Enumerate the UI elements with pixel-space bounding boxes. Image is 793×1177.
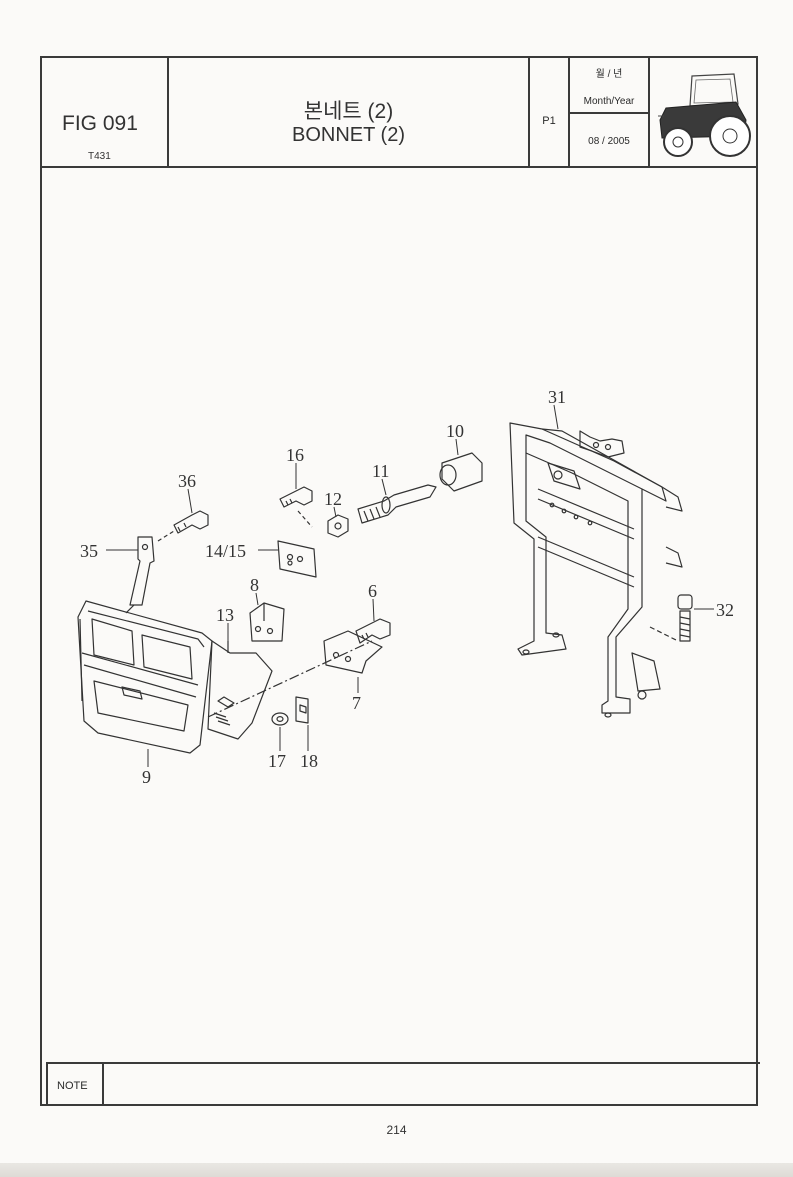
- tractor-cell: [650, 58, 756, 166]
- title-english: BONNET (2): [292, 124, 405, 146]
- date-cell: 월 / 년 Month/Year 08 / 2005: [570, 58, 650, 166]
- note-row: NOTE: [46, 1062, 760, 1106]
- date-value: 08 / 2005: [588, 136, 630, 147]
- fig-number: FIG 091: [62, 112, 138, 135]
- bolt-32-drawing: [649, 594, 693, 642]
- date-label-korean: 월 / 년: [595, 69, 623, 80]
- clip-18-drawing: [295, 696, 309, 724]
- page-cell: P1: [530, 58, 570, 166]
- callout-16: 16: [286, 445, 304, 465]
- model-code: T431: [88, 151, 111, 162]
- tractor-icon: [658, 73, 751, 157]
- bracket-35-drawing: [125, 536, 155, 614]
- note-label: NOTE: [57, 1080, 88, 1092]
- page-number: 214: [386, 1123, 407, 1137]
- date-label-english: Month/Year: [583, 96, 635, 107]
- callout-9: 9: [142, 767, 151, 787]
- assembly-line: [207, 640, 373, 718]
- callout-10: 10: [446, 421, 464, 441]
- leader-lines: [106, 404, 714, 767]
- bracket-8-drawing: [249, 602, 285, 642]
- washer-17-drawing: [271, 712, 289, 726]
- callout-8: 8: [250, 575, 259, 595]
- callout-7: 7: [352, 693, 361, 713]
- bracket-7-drawing: [323, 630, 383, 674]
- header-block: FIG 091 T431 본네트 (2) BONNET (2) P1 월 / 년…: [42, 58, 756, 168]
- plate-14-15-drawing: [277, 540, 317, 578]
- exploded-parts-diagram: 31 10 16 11 36 12 35 14/15 8 6 32 13 7 1…: [77, 387, 734, 787]
- bolt-6-drawing: [355, 618, 391, 644]
- fig-cell: FIG 091 T431: [42, 58, 169, 166]
- callout-36: 36: [178, 471, 196, 491]
- callout-13: 13: [216, 605, 234, 625]
- callout-12: 12: [324, 489, 342, 509]
- scan-edge: [0, 1163, 793, 1177]
- callout-32: 32: [716, 600, 734, 620]
- bolt-36-drawing: [157, 510, 209, 542]
- side-panel-13-drawing: [207, 640, 273, 740]
- bushing-10-drawing: [439, 452, 483, 492]
- page-frame: FIG 091 T431 본네트 (2) BONNET (2) P1 월 / 년…: [40, 56, 760, 1106]
- callout-11: 11: [372, 461, 389, 481]
- callout-labels: 31 10 16 11 36 12 35 14/15 8 6 32 13 7 1…: [80, 387, 734, 787]
- note-label-cell: NOTE: [48, 1064, 104, 1106]
- bolt-16-drawing: [279, 486, 313, 528]
- pin-11-drawing: [357, 484, 437, 524]
- title-cell: 본네트 (2) BONNET (2): [169, 58, 530, 166]
- callout-31: 31: [548, 387, 566, 407]
- title-korean: 본네트 (2): [303, 100, 394, 123]
- callout-35: 35: [80, 541, 98, 561]
- date-header: 월 / 년 Month/Year: [570, 58, 648, 114]
- callout-14-15: 14/15: [205, 541, 246, 561]
- support-frame-drawing: [509, 422, 683, 718]
- callout-17: 17: [268, 751, 286, 771]
- callout-18: 18: [300, 751, 318, 771]
- page-label: P1: [542, 115, 556, 127]
- front-grille-drawing: [77, 600, 213, 754]
- callout-6: 6: [368, 581, 377, 601]
- nut-12-drawing: [327, 514, 349, 538]
